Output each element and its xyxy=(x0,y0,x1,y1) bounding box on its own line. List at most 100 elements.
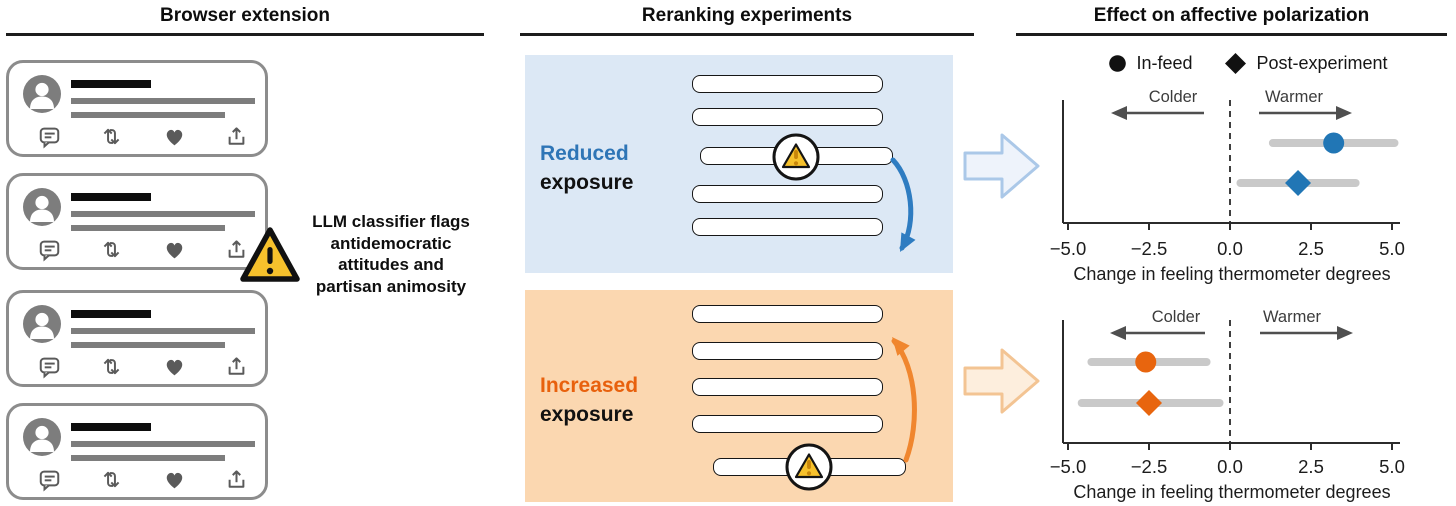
post-experiment-point xyxy=(1136,390,1162,416)
post-text-placeholder xyxy=(71,211,255,217)
feed-item-bar xyxy=(692,218,883,236)
legend-item-in-feed: In-feed xyxy=(1108,53,1192,74)
panel-rule-left xyxy=(6,33,484,36)
condition-label-increased: Increased exposure xyxy=(540,371,638,429)
tweet-card xyxy=(6,290,268,387)
x-tick-label: 0.0 xyxy=(1217,238,1243,259)
warmer-arrow-icon xyxy=(1259,106,1352,120)
tweet-actions xyxy=(37,121,249,151)
condition-label-primary: Reduced xyxy=(540,142,629,165)
comment-icon xyxy=(39,127,60,149)
avatar-icon xyxy=(23,418,61,456)
panel-title-reranking: Reranking experiments xyxy=(641,5,853,26)
panel-rule-right xyxy=(1016,33,1447,36)
in-feed-point xyxy=(1135,351,1157,373)
warning-triangle-icon xyxy=(240,227,300,282)
x-tick-label: 2.5 xyxy=(1298,456,1324,477)
annotation-line: partisan animosity xyxy=(315,276,467,296)
retweet-icon xyxy=(104,358,120,374)
post-text-placeholder xyxy=(71,112,225,118)
diamond-marker-icon xyxy=(1225,53,1247,74)
legend-label: In-feed xyxy=(1136,53,1193,73)
tweet-actions xyxy=(37,234,249,264)
feed-item-bar xyxy=(692,342,883,360)
like-icon xyxy=(166,359,182,375)
x-tick-label: 0.0 xyxy=(1217,456,1243,477)
tweet-card xyxy=(6,173,268,270)
condition-label-primary: Increased xyxy=(540,374,639,397)
post-text-placeholder xyxy=(71,342,225,348)
flagged-post-badge xyxy=(785,443,833,491)
x-tick-label: −5.0 xyxy=(1050,238,1087,259)
share-icon xyxy=(228,126,245,145)
x-tick-label: −5.0 xyxy=(1050,456,1087,477)
like-icon xyxy=(166,472,182,488)
chart-legend: In-feed Post-experiment xyxy=(1040,52,1456,75)
warmer-label: Warmer xyxy=(1263,308,1322,326)
author-name-placeholder xyxy=(71,423,151,431)
share-icon xyxy=(228,469,245,488)
classifier-annotation: LLM classifier flags antidemocratic atti… xyxy=(294,211,488,297)
comment-icon xyxy=(39,470,60,492)
post-experiment-point xyxy=(1285,170,1312,196)
condition-box-increased-exposure: Increased exposure xyxy=(525,290,953,502)
panel-rule-middle xyxy=(520,33,974,36)
post-text-placeholder xyxy=(71,328,255,334)
author-name-placeholder xyxy=(71,80,151,88)
increased-transition-arrow-icon xyxy=(963,348,1040,414)
x-axis-label: Change in feeling thermometer degrees xyxy=(1073,264,1390,284)
comment-icon xyxy=(39,240,60,262)
share-icon xyxy=(228,356,245,375)
like-icon xyxy=(166,129,182,145)
panel-title-effect: Effect on affective polarization xyxy=(1093,5,1370,26)
transition-arrows xyxy=(963,133,1040,414)
x-tick-label: −2.5 xyxy=(1131,456,1168,477)
condition-label-secondary: exposure xyxy=(540,171,634,194)
tweet-card xyxy=(6,403,268,500)
feed-item-bar xyxy=(692,378,883,396)
condition-label-reduced: Reduced exposure xyxy=(540,139,633,197)
condition-box-reduced-exposure: Reduced exposure xyxy=(525,55,953,273)
annotation-line: antidemocratic xyxy=(330,233,452,253)
colder-label: Colder xyxy=(1149,88,1198,106)
feed-item-bar xyxy=(692,108,883,126)
feed-item-bar xyxy=(692,185,883,203)
legend-label: Post-experiment xyxy=(1256,53,1388,73)
retweet-icon xyxy=(104,128,120,144)
x-tick-label: 5.0 xyxy=(1379,456,1405,477)
tweet-actions xyxy=(37,351,249,381)
avatar-icon xyxy=(23,75,61,113)
avatar-icon xyxy=(23,305,61,343)
colder-arrow-icon xyxy=(1110,326,1205,340)
comment-icon xyxy=(39,357,60,379)
legend-item-post-experiment: Post-experiment xyxy=(1224,52,1388,75)
warmer-label: Warmer xyxy=(1265,88,1324,106)
tweet-card xyxy=(6,60,268,157)
x-tick-label: 2.5 xyxy=(1298,238,1324,259)
author-name-placeholder xyxy=(71,193,151,201)
x-axis-label: Change in feeling thermometer degrees xyxy=(1073,482,1390,502)
reduced-transition-arrow-icon xyxy=(963,133,1040,199)
post-text-placeholder xyxy=(71,225,225,231)
avatar-icon xyxy=(23,188,61,226)
author-name-placeholder xyxy=(71,310,151,318)
feed-item-bar xyxy=(692,305,883,323)
in-feed-point xyxy=(1323,132,1345,154)
x-tick-label: −2.5 xyxy=(1131,238,1168,259)
colder-arrow-icon xyxy=(1111,106,1204,120)
flagged-post-badge xyxy=(772,133,820,181)
retweet-icon xyxy=(104,241,120,257)
post-text-placeholder xyxy=(71,98,255,104)
condition-label-secondary: exposure xyxy=(540,403,634,426)
feed-item-bar xyxy=(692,415,883,433)
annotation-line: attitudes and xyxy=(338,255,444,274)
tweet-actions xyxy=(37,464,249,494)
panel-title-browser-extension: Browser extension xyxy=(160,5,330,26)
feed-item-bar xyxy=(692,75,883,93)
like-icon xyxy=(166,242,182,258)
rerank-down-arrow-icon xyxy=(890,157,916,252)
rerank-up-arrow-icon xyxy=(891,337,917,463)
